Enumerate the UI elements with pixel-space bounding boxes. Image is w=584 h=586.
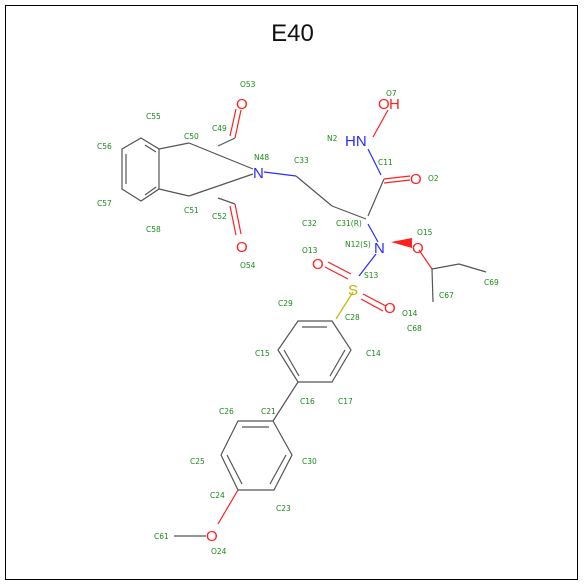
label-N48: N48 [254,153,269,162]
label-C30: C30 [302,457,317,466]
label-C57: C57 [97,199,112,208]
atom-N12: N [374,240,385,257]
atom-O13: O [312,256,324,273]
backbone-chain [263,109,487,320]
label-C16: C16 [300,397,315,406]
molecule-title: E40 [271,20,314,47]
label-C58: C58 [146,225,161,234]
label-C31R: C31(R) [336,219,362,228]
figure-frame: E40 [5,5,578,580]
label-C26: C26 [219,407,234,416]
label-C11: C11 [378,158,393,167]
label-O53: O53 [240,80,256,89]
label-C15: C15 [255,349,270,358]
label-C29: C29 [278,299,293,308]
molecule-structure: O O N O H HN O N O O S O O O53 C55 C49 C… [97,80,499,556]
atom-O54: O [236,239,248,256]
label-C49: C49 [212,124,227,133]
label-O15: O15 [417,228,433,237]
atom-H7: H [389,96,400,113]
atom-O24: O [206,528,218,545]
atom-O2: O [410,171,422,188]
atom-O15: O [412,240,424,257]
label-C61: C61 [154,532,169,541]
label-O2: O2 [428,174,439,183]
label-C52: C52 [212,212,227,221]
heteroatoms: O O N O H HN O N O O S O O [206,96,424,545]
label-C25: C25 [190,457,205,466]
label-O14: O14 [402,309,418,318]
atom-O7: O [378,96,390,113]
label-C69: C69 [484,278,499,287]
label-C23: C23 [276,504,291,513]
label-C68: C68 [407,324,422,333]
atom-labels: O53 C55 C49 C50 C56 N48 C33 C57 C51 C52 … [97,80,499,556]
atom-N48: N [253,165,264,182]
atom-O14: O [384,300,396,317]
atom-N2: HN [345,133,367,150]
label-C33: C33 [294,156,309,165]
label-N12S: N12(S) [345,240,371,249]
label-C14: C14 [366,349,381,358]
label-C67: C67 [439,291,454,300]
label-C51: C51 [184,206,199,215]
label-O24: O24 [211,547,227,556]
label-S13: S13 [364,271,379,280]
label-N2: N2 [327,134,338,143]
label-C24: C24 [210,491,225,500]
phthalimide-ring [121,108,254,236]
label-C56: C56 [97,142,112,151]
label-C50: C50 [184,132,199,141]
label-O7: O7 [386,89,397,98]
atom-S13: S [348,282,358,299]
label-C32: C32 [302,219,317,228]
label-C21: C21 [261,407,276,416]
label-O54: O54 [240,261,256,270]
label-C55: C55 [146,112,161,121]
label-C17: C17 [338,397,353,406]
biphenyl [174,320,352,537]
atom-O53: O [236,96,248,113]
label-C28: C28 [345,313,360,322]
label-O13: O13 [302,246,318,255]
